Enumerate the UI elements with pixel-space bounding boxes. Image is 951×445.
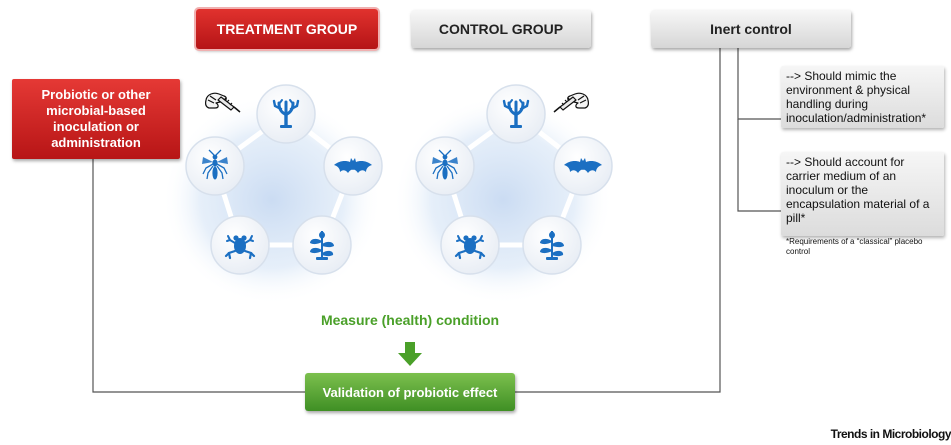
control-group-label: CONTROL GROUP bbox=[411, 10, 591, 48]
validation-box: Validation of probiotic effect bbox=[305, 373, 515, 411]
treatment-host-cluster bbox=[162, 84, 383, 305]
placebo-footnote: *Requirements of a “classical” placebo c… bbox=[786, 237, 923, 256]
inert-control-label: Inert control bbox=[651, 10, 851, 48]
insect-icon bbox=[415, 136, 475, 196]
coral-icon bbox=[256, 84, 316, 144]
measure-condition-label: Measure (health) condition bbox=[320, 312, 500, 328]
journal-credit: Trends in Microbiology bbox=[830, 427, 951, 441]
inert-connector-line-1 bbox=[737, 48, 781, 120]
left-connector-line bbox=[92, 159, 305, 393]
inert-connector-line-2 bbox=[737, 119, 781, 212]
frog-icon bbox=[440, 215, 500, 275]
mimic-environment-note: --> Should mimic the environment & physi… bbox=[781, 66, 944, 128]
bat-icon bbox=[323, 136, 383, 196]
treatment-group-label: TREATMENT GROUP bbox=[196, 9, 378, 49]
syringe-hand-icon bbox=[553, 92, 590, 113]
carrier-medium-note: --> Should account for carrier medium of… bbox=[781, 152, 944, 236]
plant-icon bbox=[292, 215, 352, 275]
control-host-cluster bbox=[393, 84, 613, 305]
insect-icon bbox=[185, 136, 245, 196]
coral-icon bbox=[486, 84, 546, 144]
bat-icon bbox=[553, 136, 613, 196]
right-connector-line bbox=[515, 48, 721, 393]
down-arrow-icon bbox=[398, 342, 422, 366]
plant-icon bbox=[522, 215, 582, 275]
frog-icon bbox=[210, 215, 270, 275]
probiotic-inoculation-box: Probiotic or other microbial-based inocu… bbox=[12, 79, 180, 159]
